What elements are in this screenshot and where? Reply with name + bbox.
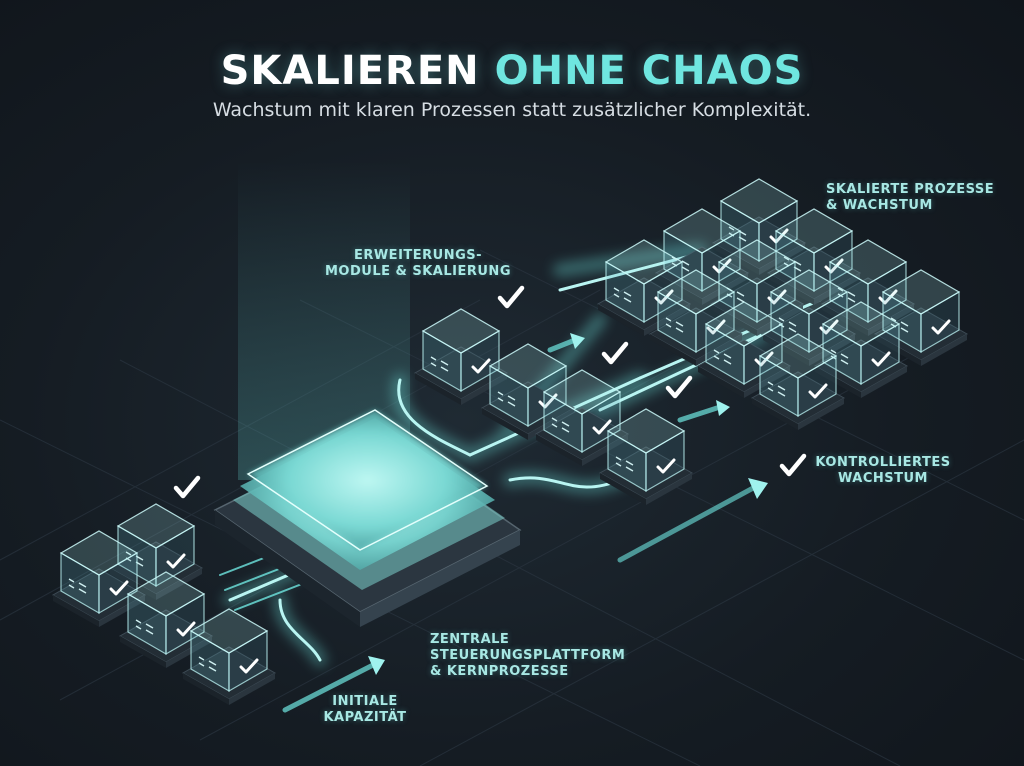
label-controlled-line1: KONTROLLIERTES bbox=[808, 455, 958, 471]
label-platform-line2: STEUERUNGSPLATTFORM bbox=[430, 648, 625, 664]
label-scaled-line2: & WACHSTUM bbox=[826, 198, 994, 214]
arrow-icon bbox=[716, 400, 730, 416]
check-icon bbox=[782, 456, 804, 474]
label-controlled-line2: WACHSTUM bbox=[808, 471, 958, 487]
label-central-platform: ZENTRALE STEUERUNGSPLATTFORM & KERNPROZE… bbox=[430, 632, 625, 680]
label-initial-capacity: INITIALE KAPAZITÄT bbox=[310, 694, 420, 726]
label-scaled-processes: SKALIERTE PROZESSE & WACHSTUM bbox=[826, 182, 994, 214]
label-expansion-line2: MODULE & SKALIERUNG bbox=[318, 264, 518, 280]
label-scaled-line1: SKALIERTE PROZESSE bbox=[826, 182, 994, 198]
label-initial-line2: KAPAZITÄT bbox=[310, 710, 420, 726]
label-initial-line1: INITIALE bbox=[310, 694, 420, 710]
label-platform-line3: & KERNPROZESSE bbox=[430, 664, 625, 680]
check-icon bbox=[176, 478, 198, 496]
check-icon bbox=[500, 288, 522, 306]
label-controlled-growth: KONTROLLIERTES WACHSTUM bbox=[808, 455, 958, 487]
label-expansion-modules: ERWEITERUNGS- MODULE & SKALIERUNG bbox=[318, 248, 518, 280]
label-platform-line1: ZENTRALE bbox=[430, 632, 625, 648]
label-expansion-line1: ERWEITERUNGS- bbox=[318, 248, 518, 264]
check-icon bbox=[604, 344, 626, 362]
